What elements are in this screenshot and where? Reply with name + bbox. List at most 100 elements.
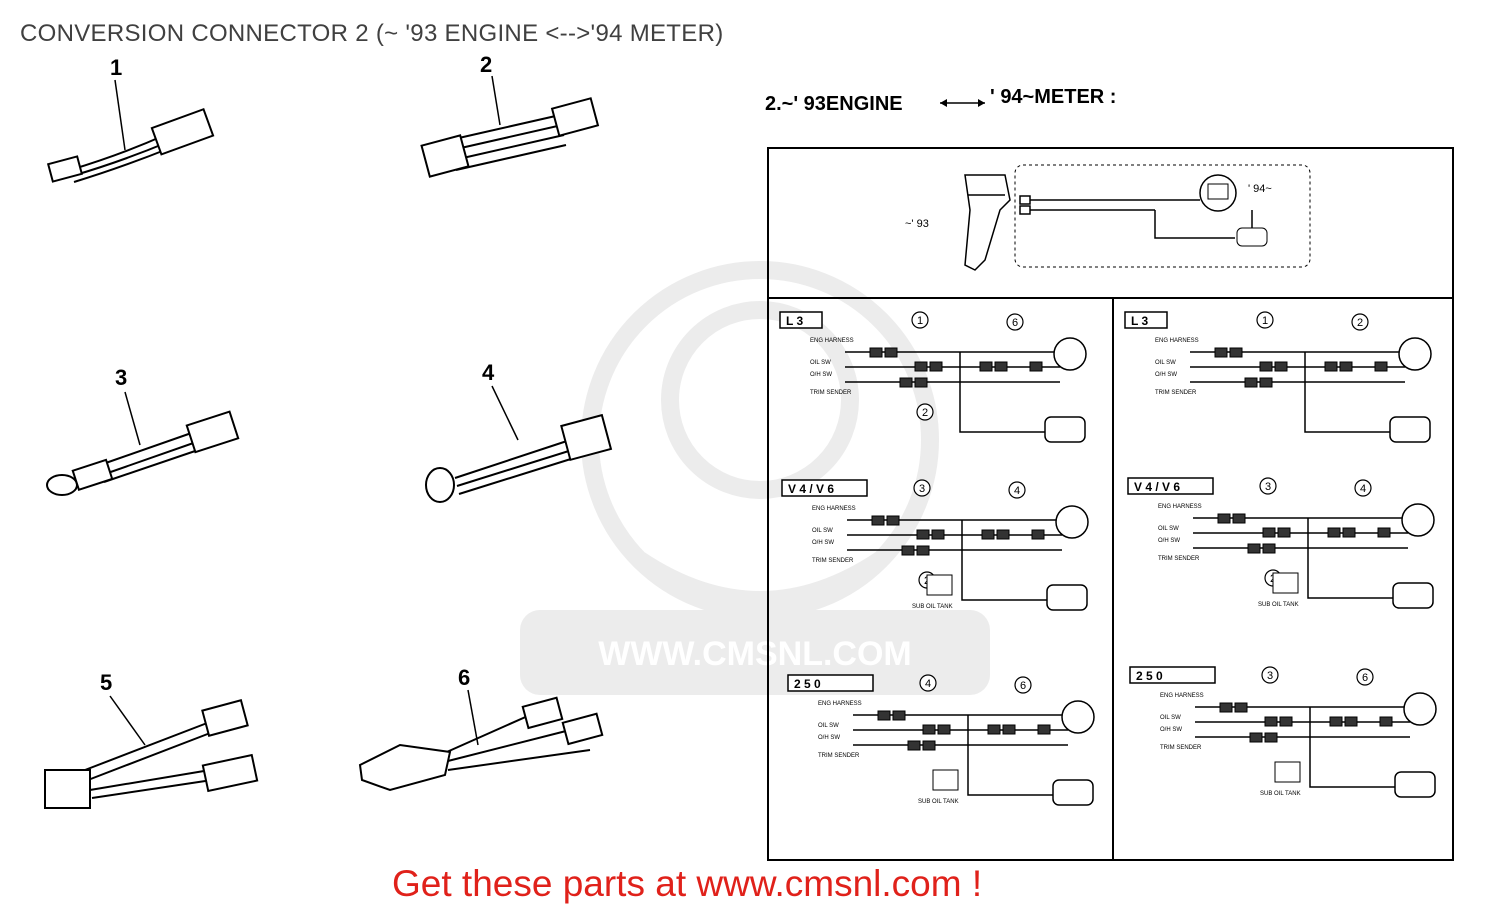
connector-block [907, 740, 921, 751]
callout-number: 2 [1357, 317, 1363, 329]
meter-dashed-box [1014, 164, 1311, 268]
sub-oil-tank-icon [1274, 761, 1301, 783]
wire-label-oil_sw: OIL SW [1158, 526, 1179, 532]
wire-label-trim_sender: TRIM SENDER [812, 558, 854, 564]
connector-block [916, 529, 930, 540]
callout-circle [1006, 313, 1024, 331]
connector-block [1037, 724, 1051, 735]
wire-label-eng_harness: ENG HARNESS [818, 701, 862, 707]
wire-label-sub_oil_tank: SUB OIL TANK [1260, 791, 1301, 797]
callout-number: 6 [1362, 672, 1368, 684]
callout-circle [913, 479, 931, 497]
heading-meter: ' 94~METER : [990, 86, 1116, 108]
wire-label-oh_sw: O/H SW [810, 372, 832, 378]
connector-block [1274, 361, 1288, 372]
model-label: 2 5 0 [794, 677, 821, 691]
model-label-box [1124, 311, 1168, 329]
model-label-box [1129, 666, 1216, 684]
wires [1190, 351, 1405, 433]
wire-label-trim_sender: TRIM SENDER [818, 753, 860, 759]
connector-3-drawing[interactable] [46, 410, 240, 496]
outboard-engine-icon [964, 174, 1011, 271]
page-title: CONVERSION CONNECTOR 2 (~ '93 ENGINE <--… [20, 20, 724, 47]
wire-label-sub_oil_tank: SUB OIL TANK [912, 604, 953, 610]
connector-block [869, 347, 883, 358]
wire-label-sub_oil_tank: SUB OIL TANK [1258, 602, 1299, 608]
connector-4-drawing[interactable] [425, 413, 613, 503]
callout-circle [1354, 479, 1372, 497]
wire-label-trim_sender: TRIM SENDER [810, 390, 852, 396]
connector-block [1234, 702, 1248, 713]
callout-number: 4 [1360, 483, 1366, 495]
connector-block [886, 515, 900, 526]
connector-block [1259, 377, 1273, 388]
connector-block [1262, 527, 1276, 538]
connector-block [1219, 702, 1233, 713]
panels-frame [767, 297, 1454, 861]
callout-circle [1256, 311, 1274, 329]
connector-block [1264, 732, 1278, 743]
connector-block [1217, 513, 1231, 524]
connector-block [877, 710, 891, 721]
remote-control-icon [1394, 771, 1436, 798]
model-label: V 4 / V 6 [788, 482, 834, 496]
connector-2-drawing[interactable] [420, 97, 600, 178]
wire-label-oil_sw: OIL SW [1160, 715, 1181, 721]
model-label: L 3 [1131, 314, 1148, 328]
connector-block [1327, 527, 1341, 538]
wire-label-oil_sw: OIL SW [818, 723, 839, 729]
wire-label-oh_sw: O/H SW [818, 735, 840, 741]
model-label: V 4 / V 6 [1134, 480, 1180, 494]
model-label: L 3 [786, 314, 803, 328]
remote-control-icon [1392, 582, 1434, 609]
leader-line [124, 391, 141, 446]
connector-1-drawing[interactable] [46, 107, 215, 183]
gauge-icon [1055, 505, 1089, 539]
callout-number: 3 [919, 483, 925, 495]
overview-wiring [1019, 195, 1235, 239]
callout-circle [1351, 313, 1369, 331]
model-label-box [787, 674, 874, 692]
connector-block [914, 361, 928, 372]
callout-circle [919, 674, 937, 692]
callout-number: 6 [1020, 680, 1026, 692]
gauge-icon [1053, 337, 1087, 371]
cta-footer-link[interactable]: Get these parts at www.cmsnl.com ! [392, 863, 983, 904]
connector-5-drawing[interactable] [44, 699, 259, 809]
connector-block [1259, 361, 1273, 372]
connector-block [1229, 347, 1243, 358]
connector-block [1002, 724, 1016, 735]
leader-line [491, 75, 501, 126]
connector-block [1329, 716, 1343, 727]
watermark-text: WWW.CMSNL.COM [598, 635, 912, 673]
callout-number: 3 [1265, 481, 1271, 493]
connector-6-drawing[interactable] [358, 696, 604, 792]
connector-block [987, 724, 1001, 735]
connector-block [1379, 716, 1393, 727]
wire-label-eng_harness: ENG HARNESS [810, 338, 854, 344]
connector-block [1031, 529, 1045, 540]
wires [1193, 517, 1408, 599]
wire-label-oil_sw: OIL SW [812, 528, 833, 534]
connector-block [1214, 347, 1228, 358]
callout-number: 2 [922, 407, 928, 419]
connector-block [994, 361, 1008, 372]
model-label-box [781, 479, 868, 497]
connector-block [1339, 361, 1353, 372]
wire-label-eng_harness: ENG HARNESS [1160, 693, 1204, 699]
part-number-3: 3 [115, 365, 127, 390]
wire-label-oil_sw: OIL SW [810, 360, 831, 366]
connector-block [1244, 377, 1258, 388]
wire-label-oh_sw: O/H SW [1158, 538, 1180, 544]
wire-label-trim_sender: TRIM SENDER [1160, 745, 1202, 751]
callout-number: 4 [925, 678, 931, 690]
callout-circle [1259, 477, 1277, 495]
wiring-panel-5: 2 5 0 ENG HARNESS OIL SW O/H SW TRIM SENDER 4… [787, 674, 1095, 806]
leader-line [114, 79, 126, 151]
connector-block [1374, 361, 1388, 372]
callout-circle [1008, 481, 1026, 499]
part-number-4: 4 [482, 360, 495, 385]
part-number-2: 2 [480, 52, 492, 77]
